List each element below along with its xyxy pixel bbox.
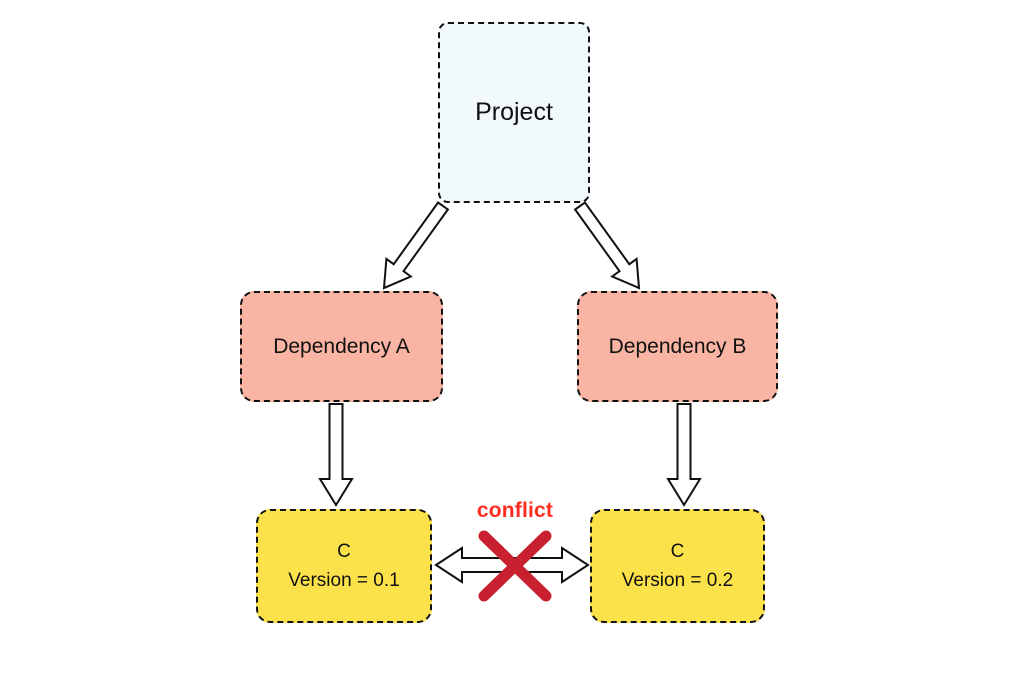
node-c1-name: C [337, 540, 351, 562]
arrow-project-to-dep-a [382, 201, 450, 290]
node-dependency-b-label: Dependency B [608, 334, 747, 358]
node-dependency-b: Dependency B [577, 291, 778, 402]
arrow-project-to-dep-b [573, 201, 641, 290]
node-dependency-a-label: Dependency A [273, 334, 410, 358]
cross-stroke-2 [478, 530, 552, 602]
node-c2-name: C [670, 540, 685, 562]
node-dependency-a: Dependency A [240, 291, 443, 402]
node-project: Project [438, 22, 590, 203]
node-c2-version: Version = 0.2 [621, 570, 734, 591]
arrow-dep-a-to-c1 [318, 403, 354, 507]
node-c-version-01: C Version = 0.1 [256, 509, 432, 623]
node-c1-version: Version = 0.1 [288, 570, 400, 591]
node-c-version-02: C Version = 0.2 [590, 509, 765, 623]
arrow-dep-b-to-c2 [666, 403, 702, 507]
node-project-label: Project [475, 98, 553, 126]
conflict-label: conflict [476, 499, 554, 522]
conflict-cross-icon [478, 530, 552, 602]
